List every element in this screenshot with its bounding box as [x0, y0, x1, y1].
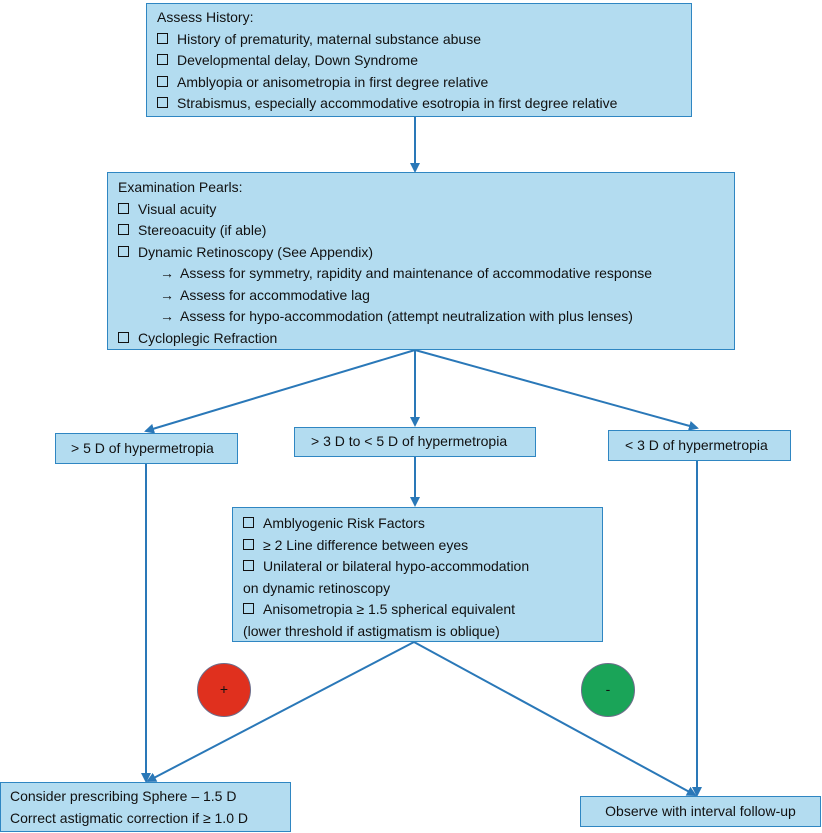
- exam-title: Examination Pearls:: [118, 179, 243, 195]
- risk-item: Anisometropia ≥ 1.5 spherical equivalent: [243, 599, 592, 621]
- arrow-right-icon: →: [160, 308, 174, 324]
- arrow-exam-to-left: [144, 349, 416, 434]
- checkbox-icon: [243, 538, 254, 550]
- prescribe-line: Consider prescribing Sphere – 1.5 D: [10, 788, 237, 804]
- exam-subitem: →Assess for symmetry, rapidity and maint…: [160, 265, 653, 281]
- amblyogenic-risk-box: Amblyogenic Risk Factors ≥ 2 Line differ…: [232, 507, 603, 642]
- arrow-right-icon: →: [160, 265, 174, 281]
- checkbox-icon: [243, 560, 254, 571]
- observe-label: Observe with interval follow-up: [605, 803, 796, 819]
- checkbox-icon: [157, 32, 168, 44]
- arrow-right-icon: →: [160, 286, 174, 303]
- history-item: Amblyopia or anisometropia in first degr…: [157, 72, 681, 94]
- observe-box: Observe with interval follow-up: [580, 796, 821, 827]
- exam-subitem: →Assess for accommodative lag: [160, 286, 370, 303]
- checkbox-icon: [243, 517, 254, 528]
- arrow-risk-to-prescribe: [146, 641, 415, 782]
- risk-item: Amblyogenic Risk Factors: [243, 513, 592, 535]
- branch-under-3d-label: < 3 D of hypermetropia: [625, 437, 768, 453]
- history-title: Assess History:: [157, 9, 254, 25]
- branch-under-3d-box: < 3 D of hypermetropia: [608, 430, 791, 461]
- risk-item-continuation: (lower threshold if astigmatism is obliq…: [243, 622, 500, 639]
- assess-history-box: Assess History: History of prematurity, …: [146, 3, 692, 117]
- risk-item-continuation: on dynamic retinoscopy: [243, 579, 391, 596]
- checkbox-icon: [118, 245, 129, 257]
- branch-over-5d-label: > 5 D of hypermetropia: [71, 440, 214, 456]
- checkbox-icon: [243, 603, 254, 614]
- checkbox-icon: [118, 202, 129, 214]
- checkbox-icon: [118, 224, 129, 235]
- negative-indicator: -: [581, 663, 635, 717]
- examination-pearls-box: Examination Pearls: Visual acuity Stereo…: [107, 172, 735, 350]
- risk-item: Unilateral or bilateral hypo-accommodati…: [243, 556, 592, 578]
- prescribe-line: Correct astigmatic correction if ≥ 1.0 D: [10, 809, 248, 826]
- checkbox-icon: [157, 97, 168, 108]
- exam-item: Cycloplegic Refraction: [118, 328, 724, 350]
- checkbox-icon: [118, 331, 129, 343]
- exam-item: Dynamic Retinoscopy (See Appendix): [118, 242, 724, 264]
- history-item: History of prematurity, maternal substan…: [157, 29, 681, 51]
- history-item: Developmental delay, Down Syndrome: [157, 50, 681, 72]
- risk-item: ≥ 2 Line difference between eyes: [243, 535, 592, 557]
- exam-subitem: →Assess for hypo-accommodation (attempt …: [160, 308, 633, 324]
- arrow-risk-to-observe: [413, 641, 697, 796]
- branch-3d-to-5d-label: > 3 D to < 5 D of hypermetropia: [311, 433, 508, 449]
- prescribe-box: Consider prescribing Sphere – 1.5 D Corr…: [0, 782, 291, 832]
- exam-item: Stereoacuity (if able): [118, 220, 724, 242]
- positive-indicator: +: [197, 663, 251, 717]
- exam-item: Visual acuity: [118, 199, 724, 221]
- arrow-exam-to-right: [414, 349, 699, 431]
- branch-over-5d-box: > 5 D of hypermetropia: [55, 433, 238, 464]
- checkbox-icon: [157, 54, 168, 65]
- branch-3d-to-5d-box: > 3 D to < 5 D of hypermetropia: [294, 427, 536, 457]
- checkbox-icon: [157, 75, 168, 87]
- history-item: Strabismus, especially accommodative eso…: [157, 93, 681, 115]
